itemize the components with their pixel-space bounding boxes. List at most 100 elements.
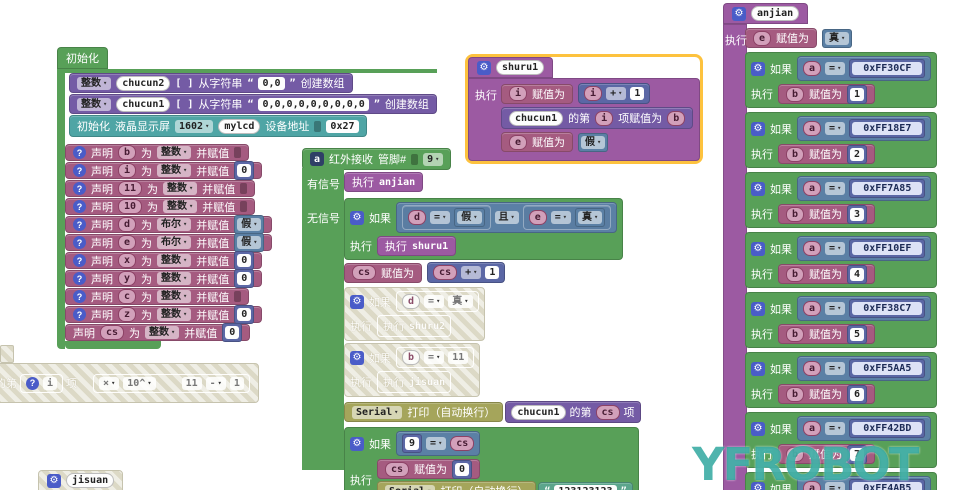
- array-values-field[interactable]: 0,0: [258, 76, 285, 90]
- declare-variable-block[interactable]: ? 声明 10 为 整数▾ 并赋值: [65, 198, 256, 215]
- type-dropdown[interactable]: 整数▾: [157, 164, 192, 177]
- variable-field[interactable]: cs: [385, 461, 410, 477]
- compare-block[interactable]: a =▾ 0xFF4AB5: [797, 476, 932, 490]
- hex-code-block[interactable]: 0xFF4AB5: [849, 479, 926, 490]
- variable-field[interactable]: a: [803, 361, 822, 376]
- eq-dropdown[interactable]: =▾: [825, 422, 846, 435]
- pin-dropdown[interactable]: 9▾: [423, 152, 444, 166]
- ir-variable-field[interactable]: a: [310, 152, 324, 166]
- if-keycode-block[interactable]: ⚙ 如果 a =▾ 0xFF10EF 执行: [745, 232, 938, 288]
- number-block[interactable]: 0: [234, 161, 255, 180]
- type-dropdown[interactable]: 整数▾: [163, 200, 198, 213]
- list-get-block[interactable]: chucun1 的第 cs 项: [505, 401, 641, 423]
- compare-block[interactable]: a =▾ 0xFF38C7: [797, 296, 932, 321]
- if-keycode-block[interactable]: ⚙ 如果 a =▾ 0xFF38C7 执行: [745, 292, 938, 348]
- array-name-field[interactable]: chucun1: [116, 96, 171, 112]
- variable-name-field[interactable]: 11: [118, 181, 143, 196]
- serial-port-dropdown[interactable]: Serial▾: [385, 484, 436, 490]
- type-dropdown[interactable]: 整数▾: [157, 290, 192, 303]
- lcd-init-block[interactable]: 初始化 液晶显示屏 1602▾ mylcd 设备地址 0x27: [69, 115, 367, 137]
- number-block[interactable]: 0: [234, 269, 255, 288]
- variable-field[interactable]: e: [528, 210, 547, 225]
- number-block[interactable]: 6: [847, 384, 868, 404]
- declare-variable-block[interactable]: ? 声明 c 为 整数▾ 并赋值: [65, 288, 250, 305]
- lcd-addr-socket[interactable]: [314, 120, 322, 132]
- assign-cs-block[interactable]: cs 赋值为: [344, 262, 423, 283]
- array-type-dropdown[interactable]: 整数▾: [77, 97, 112, 111]
- variable-field[interactable]: d: [408, 210, 427, 225]
- call-anjian-block[interactable]: 执行 anjian: [344, 172, 424, 192]
- variable-field[interactable]: cs: [433, 265, 458, 280]
- number-field[interactable]: 11: [181, 376, 202, 390]
- array-name-field[interactable]: chucun2: [116, 75, 171, 91]
- eq-dropdown[interactable]: =▾: [430, 211, 451, 224]
- list-name-field[interactable]: chucun1: [511, 404, 566, 420]
- compare-block[interactable]: d =▾ 真▾: [396, 291, 479, 312]
- number-block[interactable]: 1: [847, 84, 868, 104]
- help-icon[interactable]: ?: [73, 290, 86, 303]
- variable-field[interactable]: b: [786, 386, 805, 402]
- gear-icon[interactable]: ⚙: [350, 436, 364, 451]
- and-dropdown[interactable]: 且▾: [494, 211, 519, 224]
- operator-dropdown[interactable]: +▾: [461, 266, 482, 279]
- eq-dropdown[interactable]: =▾: [424, 351, 445, 364]
- if-keycode-block[interactable]: ⚙ 如果 a =▾ 0xFF5AA5 执行: [745, 352, 938, 408]
- gear-icon[interactable]: ⚙: [350, 350, 364, 365]
- variable-field[interactable]: b: [786, 86, 805, 102]
- help-icon[interactable]: ?: [73, 146, 86, 159]
- number-field[interactable]: 1: [485, 266, 500, 279]
- hex-code-block[interactable]: 0xFF38C7: [849, 299, 926, 318]
- empty-value-socket[interactable]: [234, 147, 242, 158]
- call-shuru2-block[interactable]: 执行 shuru2: [377, 315, 452, 337]
- gear-icon[interactable]: ⚙: [751, 361, 765, 376]
- help-icon[interactable]: ?: [73, 218, 86, 231]
- variable-name-field[interactable]: y: [118, 271, 137, 286]
- variable-name-field[interactable]: b: [118, 145, 137, 160]
- number-block[interactable]: 0: [452, 459, 473, 479]
- number-field[interactable]: 1: [630, 87, 645, 100]
- if-block-cs-reset[interactable]: ⚙ 如果 9 =▾ cs 执行 cs 赋值为: [344, 427, 639, 490]
- variable-name-field[interactable]: e: [118, 235, 137, 250]
- function-jisuan-block[interactable]: ⚙ jisuan: [38, 470, 200, 490]
- gear-icon[interactable]: ⚙: [350, 210, 364, 225]
- empty-value-socket[interactable]: [234, 291, 242, 302]
- eq-dropdown[interactable]: =▾: [825, 182, 846, 195]
- number-block[interactable]: 5: [847, 324, 868, 344]
- boolean-block[interactable]: 真▾: [822, 28, 853, 48]
- bool-dropdown[interactable]: 真▾: [448, 295, 473, 308]
- assign-b-block[interactable]: b 赋值为 6: [778, 384, 876, 404]
- compare-block[interactable]: a =▾ 0xFF10EF: [797, 236, 932, 261]
- declare-variable-block[interactable]: ? 声明 d 为 布尔▾ 并赋值 假▾: [65, 215, 273, 234]
- empty-value-socket[interactable]: [240, 183, 248, 194]
- if-block-main[interactable]: ⚙ 如果 d =▾ 假▾ 且▾ e =▾ 真▾: [344, 198, 624, 260]
- declare-variable-block[interactable]: ? 声明 e 为 布尔▾ 并赋值 假▾: [65, 233, 273, 252]
- variable-field[interactable]: b: [786, 326, 805, 342]
- variable-field[interactable]: b: [786, 146, 805, 162]
- gear-icon[interactable]: ⚙: [751, 61, 765, 76]
- serial-port-dropdown[interactable]: Serial▾: [352, 405, 403, 419]
- setup-block-group[interactable]: 初始化 整数▾ chucun2 [ ] 从字符串 “ 0,0: [57, 47, 437, 349]
- compare-block[interactable]: d =▾ 假▾: [402, 205, 491, 230]
- function-name-field[interactable]: shuru1: [496, 60, 545, 75]
- help-icon[interactable]: ?: [73, 308, 86, 321]
- variable-field[interactable]: d: [402, 294, 421, 309]
- variable-field[interactable]: a: [803, 121, 822, 136]
- serial-print-row[interactable]: Serial▾ 打印（自动换行） chucun1 的第 cs 项: [344, 401, 641, 423]
- variable-field[interactable]: e: [509, 134, 528, 150]
- eq-dropdown[interactable]: =▾: [424, 295, 445, 308]
- number-block[interactable]: 4: [847, 264, 868, 284]
- function-name-field[interactable]: jisuan: [66, 473, 115, 488]
- eq-dropdown[interactable]: =▾: [825, 482, 846, 490]
- gear-icon[interactable]: ⚙: [47, 473, 61, 488]
- compare-block[interactable]: e =▾ 真▾: [522, 205, 612, 230]
- disabled-expression-fragment[interactable]: 的第 ? i 项 ×▾ 10^▾ 11 -▾ 1: [0, 363, 259, 403]
- call-shuru1-block[interactable]: 执行 shuru1: [377, 236, 457, 256]
- create-array-block[interactable]: 整数▾ chucun1 [ ] 从字符串 “ 0,0,0,0,0,0,0,0,0…: [69, 94, 437, 114]
- variable-field[interactable]: b: [402, 350, 421, 365]
- eq-dropdown[interactable]: =▾: [825, 302, 846, 315]
- compare-block[interactable]: b =▾ 11: [396, 347, 475, 368]
- declare-variable-block[interactable]: 声明 cs 为 整数▾ 并赋值 0: [65, 323, 251, 342]
- number-block[interactable]: 0: [234, 251, 255, 270]
- list-set-block[interactable]: chucun1 的第 i 项赋值为 b: [501, 107, 694, 129]
- empty-value-socket[interactable]: [240, 201, 248, 212]
